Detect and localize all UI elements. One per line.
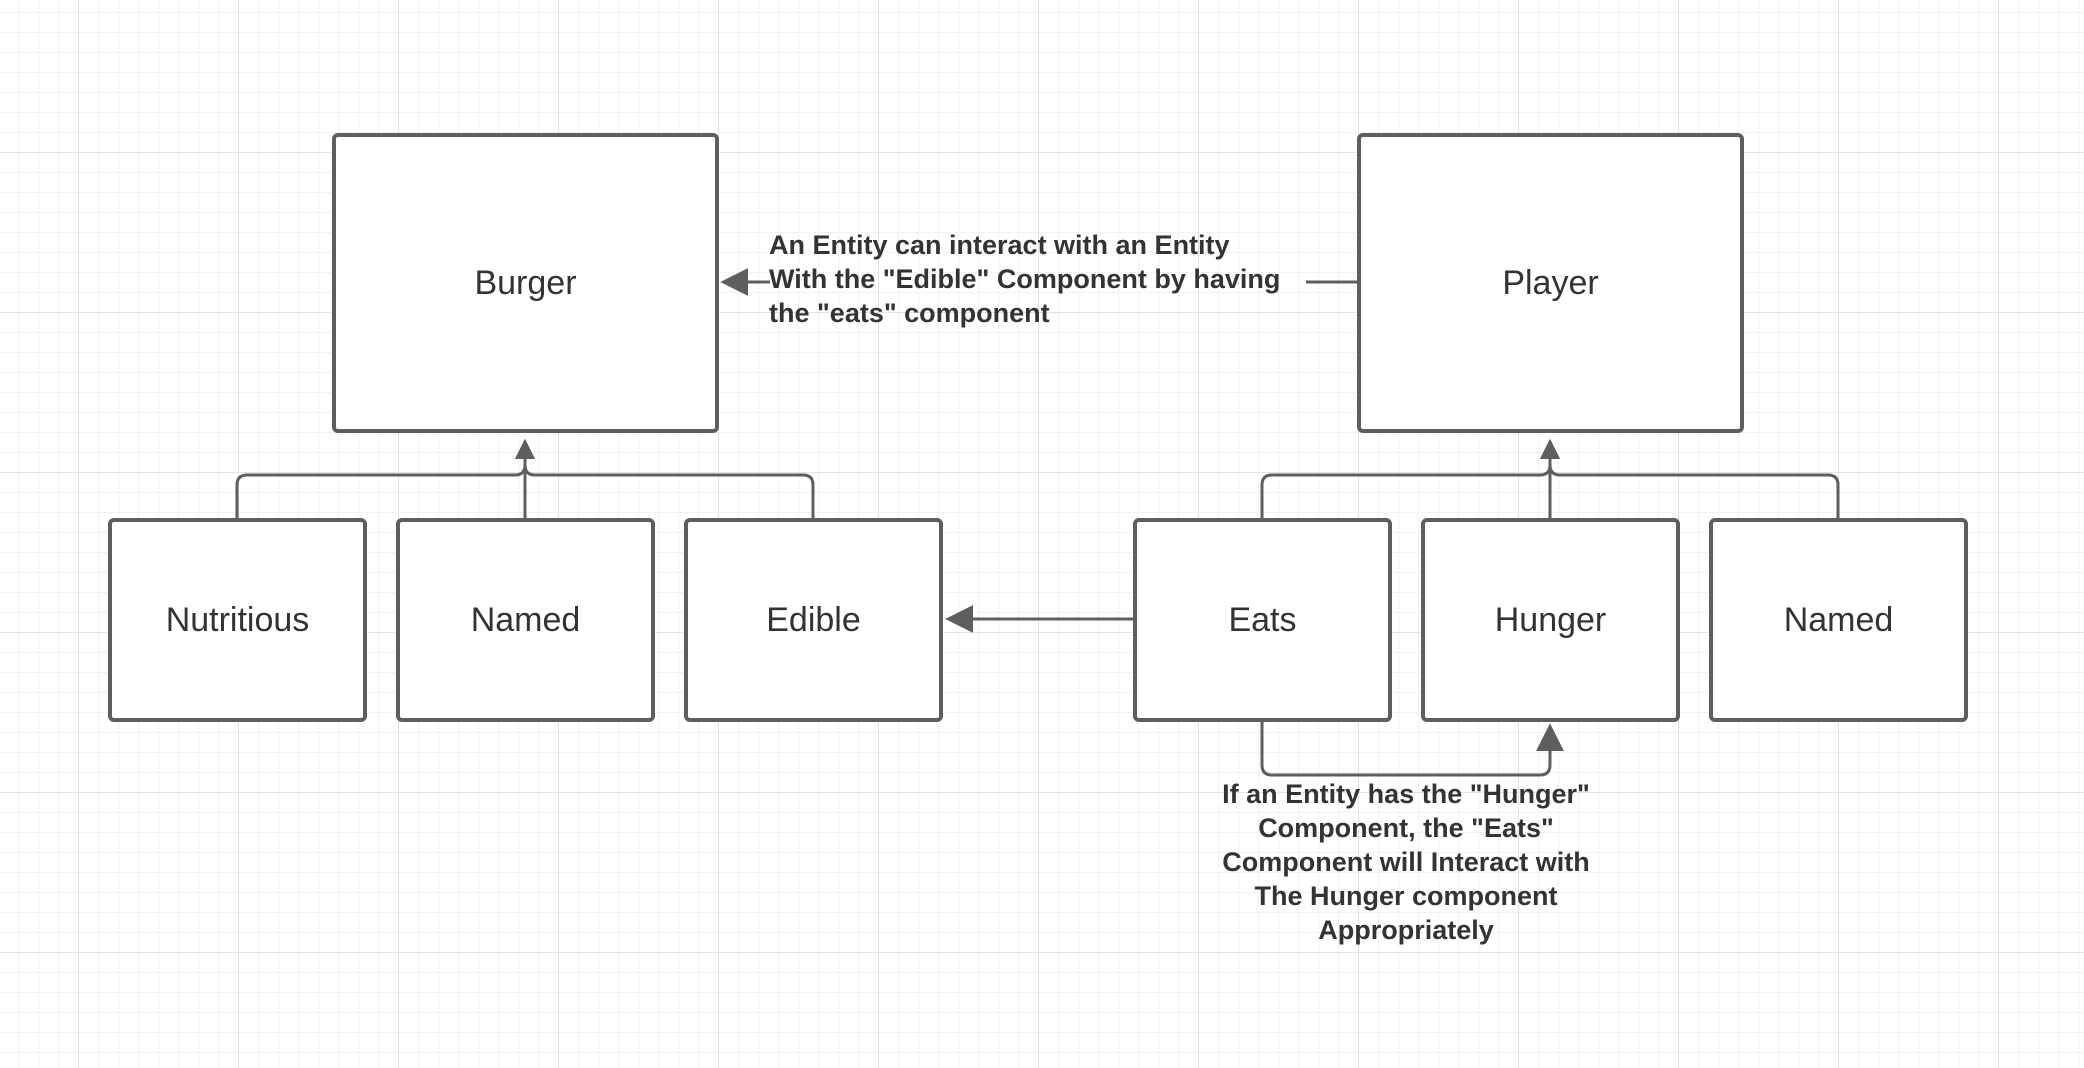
component-eats-label: Eats: [1228, 600, 1297, 639]
component-named-player-label: Named: [1783, 600, 1894, 639]
connector-edible-to-burger: [515, 439, 815, 518]
component-named-player[interactable]: Named: [1709, 518, 1968, 722]
note-hunger-line-1: If an Entity has the "Hunger": [1222, 779, 1590, 809]
note-hunger-line-2: Component, the "Eats": [1258, 813, 1554, 843]
connector-eats-to-hunger: [1260, 721, 1564, 777]
connector-named-to-player: [1540, 439, 1840, 518]
component-named-burger[interactable]: Named: [396, 518, 655, 722]
note-interaction-line-1: An Entity can interact with an Entity: [769, 230, 1230, 260]
entity-burger-label: Burger: [474, 263, 577, 302]
note-hunger-interaction: If an Entity has the "Hunger" Component,…: [1156, 777, 1656, 947]
component-hunger-label: Hunger: [1494, 600, 1607, 639]
note-hunger-line-3: Component will Interact with: [1222, 847, 1590, 877]
component-nutritious-label: Nutritious: [165, 600, 310, 639]
component-named-burger-label: Named: [470, 600, 581, 639]
component-eats[interactable]: Eats: [1133, 518, 1392, 722]
component-edible-label: Edible: [766, 600, 861, 639]
entity-player[interactable]: Player: [1357, 133, 1744, 433]
entity-player-label: Player: [1502, 263, 1599, 302]
entity-burger[interactable]: Burger: [332, 133, 719, 433]
connector-eats-to-player: [1260, 439, 1560, 518]
connector-nutritious-to-burger: [235, 439, 535, 518]
component-hunger[interactable]: Hunger: [1421, 518, 1680, 722]
component-edible[interactable]: Edible: [684, 518, 943, 722]
note-hunger-line-4: The Hunger component: [1254, 881, 1558, 911]
note-entity-interaction: An Entity can interact with an Entity Wi…: [769, 228, 1280, 330]
note-interaction-line-3: the "eats" component: [769, 298, 1050, 328]
note-hunger-line-5: Appropriately: [1318, 915, 1494, 945]
note-interaction-line-2: With the "Edible" Component by having: [769, 264, 1281, 294]
component-nutritious[interactable]: Nutritious: [108, 518, 367, 722]
